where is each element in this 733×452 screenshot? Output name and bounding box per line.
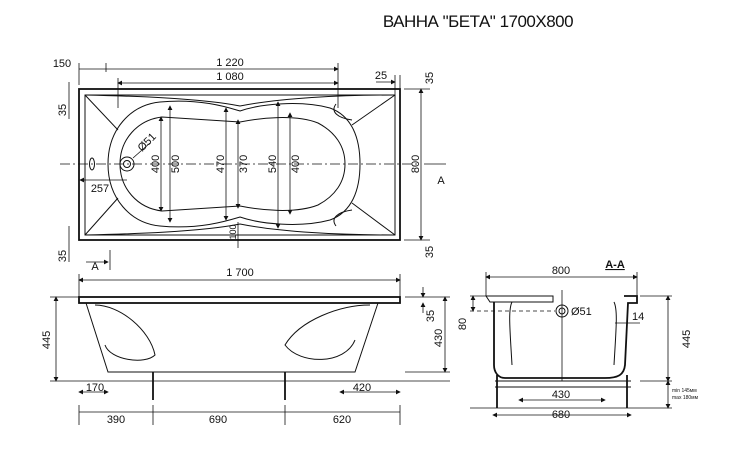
dim-35-top-right: 35 (424, 72, 436, 84)
dim-150: 150 (53, 58, 71, 70)
dim-170: 170 (86, 382, 104, 394)
dim-35-bottom-right: 35 (424, 246, 436, 258)
dim-690: 690 (209, 414, 227, 426)
drawing-title: ВАННА "БЕТА" 1700Х800 (383, 12, 573, 31)
dim-1220: 1 220 (216, 57, 244, 69)
dim-800: 800 (552, 265, 570, 277)
drain-icon (119, 156, 135, 172)
dim-430: 430 (552, 389, 570, 401)
dim-800: 800 (410, 155, 422, 173)
tub-rim-inner (84, 94, 396, 236)
dim-445: 445 (41, 331, 53, 349)
dim-420: 420 (353, 382, 371, 394)
dim-35: 35 (425, 310, 437, 322)
section-view: A-A 800 Ø51 14 445 80 430 680 min 145мм … (457, 259, 699, 421)
dim-620: 620 (333, 414, 351, 426)
section-mark-right: A (437, 175, 445, 187)
leg-height-min: min 145мм (672, 388, 697, 394)
dim-1700: 1 700 (226, 267, 254, 279)
dim-445: 445 (681, 330, 693, 348)
dim-257: 257 (91, 183, 109, 195)
dim-500: 500 (170, 155, 182, 173)
dim-430: 430 (433, 329, 445, 347)
section-label: A-A (605, 259, 625, 271)
dim-100: 100 (228, 224, 238, 239)
dim-35-top-left: 35 (57, 104, 69, 116)
overflow-icon (89, 157, 95, 171)
top-view: 150 1 220 1 080 25 35 35 35 35 Ø51 257 4… (53, 57, 446, 273)
dim-390: 390 (107, 414, 125, 426)
dim-470: 470 (215, 155, 227, 173)
dim-drain-diameter: Ø51 (571, 306, 592, 318)
leg-height-max: max 180мм (672, 395, 699, 401)
dim-370: 370 (238, 155, 250, 173)
section-mark-left: A (91, 261, 99, 273)
dim-80: 80 (457, 318, 469, 330)
dim-400-right: 400 (290, 155, 302, 173)
front-view: 1 700 445 35 430 170 420 390 690 620 (41, 267, 450, 426)
dim-1080: 1 080 (216, 71, 244, 83)
tub-outline (78, 88, 401, 241)
dim-14: 14 (632, 311, 644, 323)
tub-rim (78, 296, 401, 304)
dim-25: 25 (375, 70, 387, 82)
dim-680: 680 (552, 409, 570, 421)
dim-35-bottom-left: 35 (57, 250, 69, 262)
dim-400-left: 400 (150, 155, 162, 173)
dim-540: 540 (267, 155, 279, 173)
dim-drain-diameter: Ø51 (136, 131, 159, 154)
